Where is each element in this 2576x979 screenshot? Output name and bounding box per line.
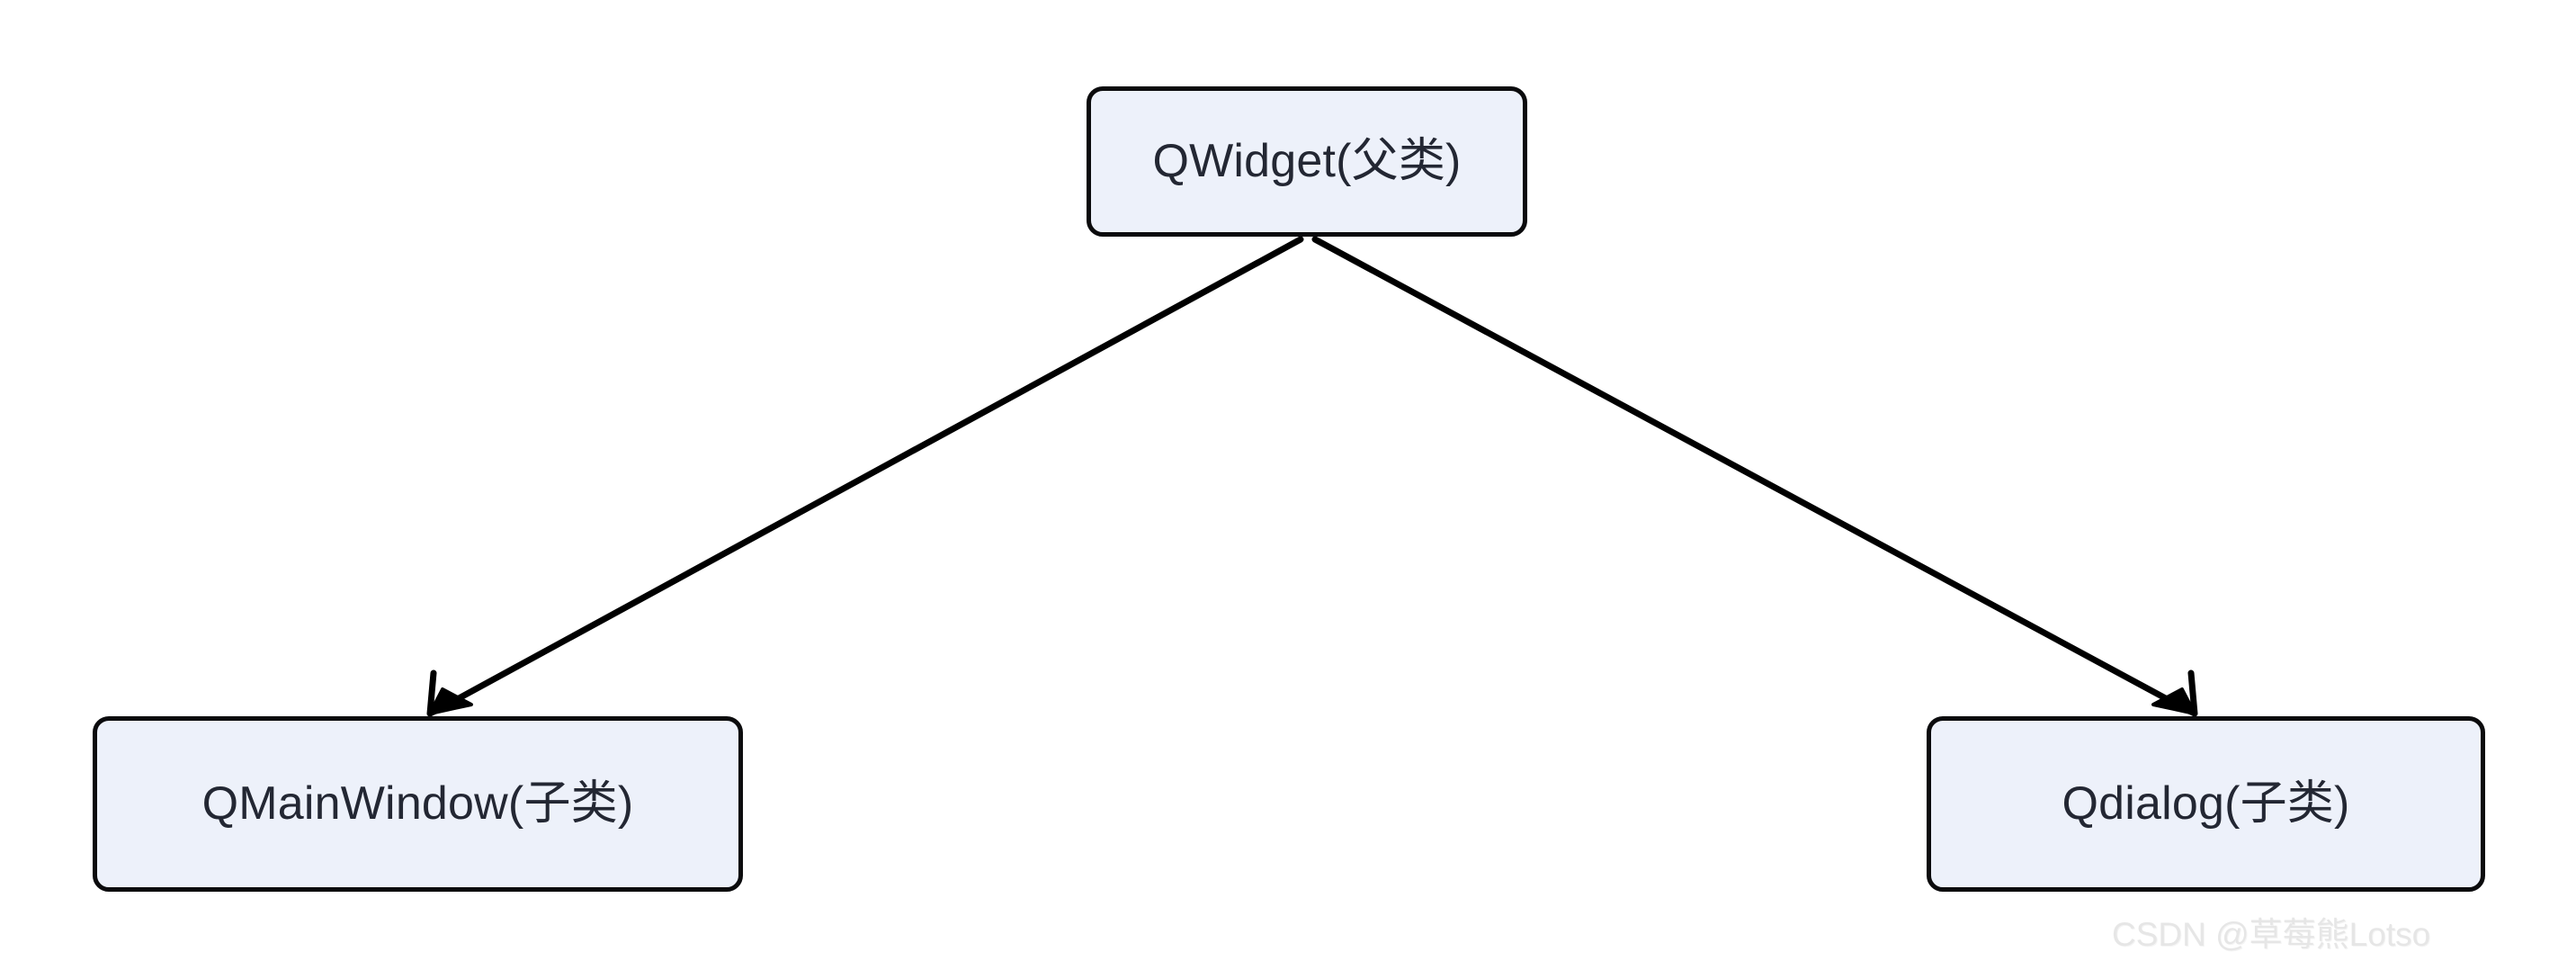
arrowhead-qdialog [2151,687,2196,715]
node-qmainwindow[interactable]: QMainWindow(子类) [93,716,743,892]
edge-qwidget-qdialog [1311,236,2198,717]
node-qwidget[interactable]: QWidget(父类) [1087,86,1527,237]
arrowhead-qmainwindow [428,687,473,715]
node-qdialog[interactable]: Qdialog(子类) [1927,716,2485,892]
watermark: CSDN @草莓熊Lotso [2112,916,2431,953]
edge-qwidget-qmainwindow [426,236,1304,717]
node-qdialog-label: Qdialog(子类) [2062,777,2350,830]
node-qwidget-label: QWidget(父类) [1152,134,1462,187]
node-qmainwindow-label: QMainWindow(子类) [201,777,634,830]
